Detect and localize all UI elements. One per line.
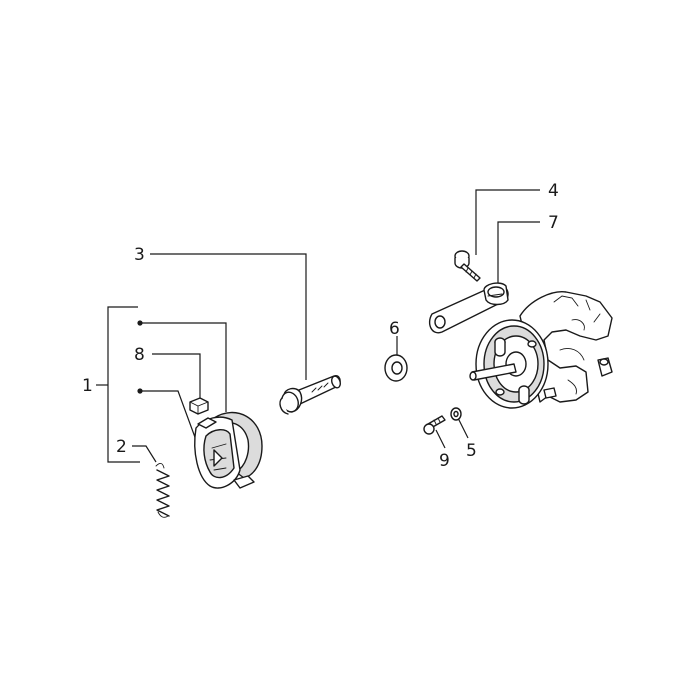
leader-9 — [435, 429, 446, 449]
callout-7: 7 — [548, 213, 559, 233]
leader-5 — [457, 417, 469, 439]
callout-9: 9 — [439, 451, 450, 471]
callout-4: 4 — [548, 181, 559, 201]
callout-2: 2 — [116, 437, 127, 457]
small-washer-icon — [450, 407, 462, 421]
brake-lever-icon — [428, 282, 509, 334]
callout-6: 6 — [389, 319, 400, 339]
leader-2 — [132, 445, 157, 463]
callout-1: 1 — [82, 376, 93, 396]
callout-labels: 1 2 3 4 5 6 7 8 9 — [82, 181, 559, 471]
leader-4 — [475, 189, 540, 255]
hub-backplate-icon — [469, 291, 613, 409]
callout-3: 3 — [134, 245, 145, 265]
leader-1-lower — [140, 390, 197, 441]
brake-shoe-icon — [194, 411, 263, 489]
callout-8: 8 — [134, 345, 145, 365]
pad-icon — [189, 397, 209, 415]
brake-cam-pin-icon — [279, 374, 341, 415]
stud-icon — [494, 337, 537, 405]
small-screw-icon — [423, 415, 446, 435]
leader-7 — [497, 221, 540, 285]
leader-1-upper — [140, 322, 227, 412]
callout-5: 5 — [466, 441, 477, 461]
screw-icon — [454, 250, 481, 282]
washer-icon — [384, 354, 408, 382]
return-spring-icon — [155, 463, 170, 518]
leader-8 — [152, 353, 201, 398]
leader-lines — [96, 189, 540, 463]
leader-3 — [150, 253, 307, 380]
